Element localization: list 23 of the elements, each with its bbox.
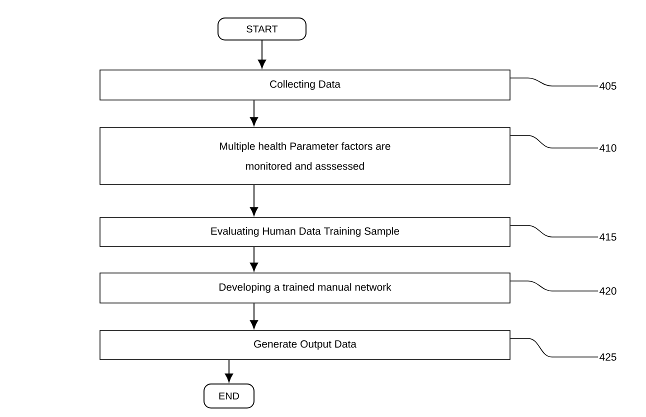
leader-line [510, 338, 598, 358]
callout-number: 425 [600, 353, 616, 361]
arrow [224, 359, 234, 382]
process-box: Evaluating Human Data Training Sample [100, 217, 510, 247]
leader-line [510, 78, 598, 86]
process-box: Developing a trained manual network [100, 272, 510, 304]
terminal-box: START [218, 18, 306, 40]
leader-line [510, 280, 598, 292]
leader-line [510, 135, 598, 148]
arrow [250, 302, 258, 329]
arrow [250, 184, 258, 216]
callout-number: 420 [600, 287, 616, 295]
process-box: Generate Output Data [100, 330, 510, 360]
process-box: Multiple health Parameter factors are monitored and asssessed [100, 127, 510, 185]
callout-number: 415 [600, 233, 616, 241]
arrow [250, 246, 258, 272]
callout-number: 405 [600, 82, 616, 90]
process-box: Collecting Data [100, 70, 510, 100]
arrow [258, 40, 266, 68]
leader-line [510, 225, 598, 238]
callout-number: 410 [600, 144, 616, 152]
arrow [250, 100, 258, 126]
terminal-box: END [204, 384, 254, 408]
